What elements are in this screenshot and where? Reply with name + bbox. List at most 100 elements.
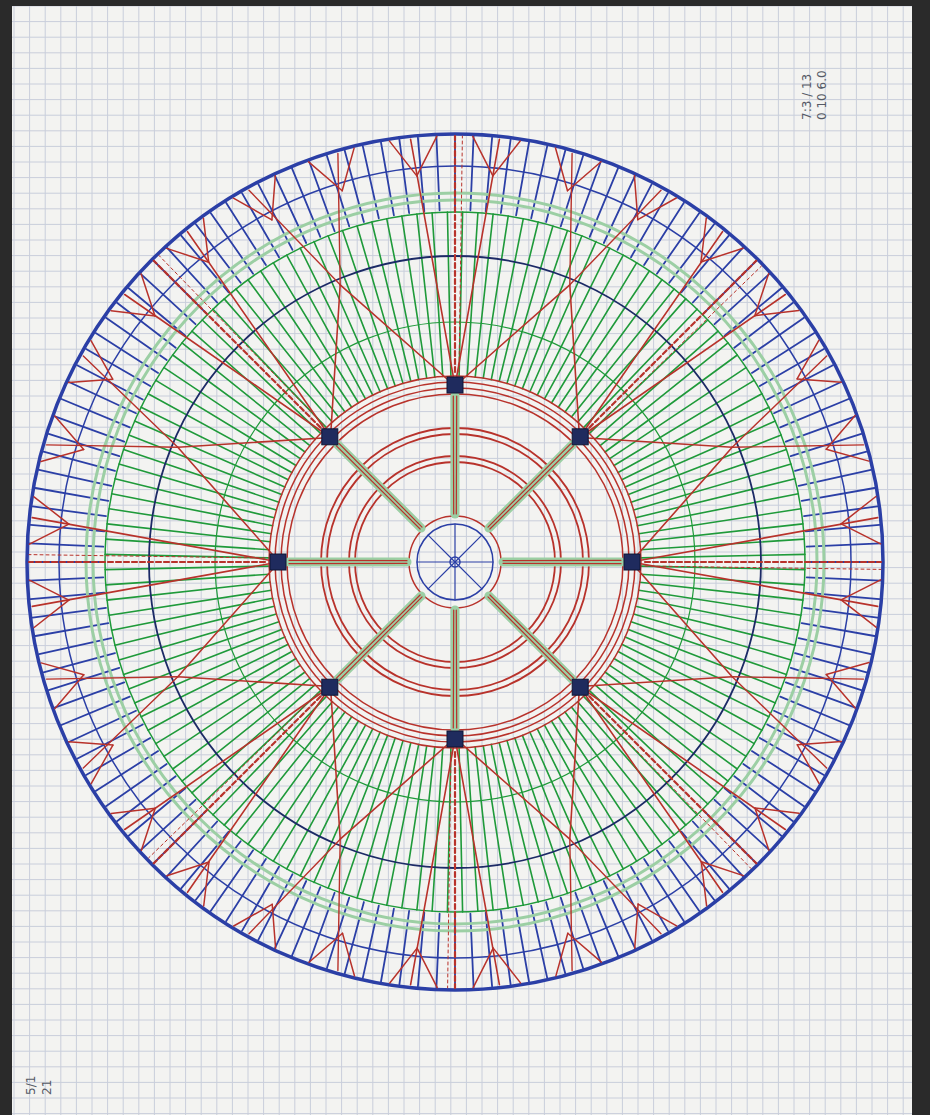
grid-line (76, 0, 77, 1115)
grid-line (0, 770, 930, 771)
green-radial-line (224, 299, 332, 422)
red-star-line (732, 356, 827, 447)
red-v-mark (841, 580, 881, 600)
grid-line (466, 0, 467, 1115)
grid-line (0, 224, 930, 225)
red-star-line (570, 190, 661, 284)
red-v-mark (826, 449, 869, 461)
red-spoke-line (336, 446, 420, 529)
green-radial-line (634, 464, 791, 510)
grid-line (0, 708, 930, 709)
red-v-mark (41, 450, 84, 462)
red-star-line (570, 687, 580, 840)
red-star-line (47, 677, 178, 679)
grid-line (0, 973, 930, 974)
red-spoke-line (488, 597, 571, 681)
green-radial-line (115, 479, 274, 518)
green-radial-line (402, 216, 427, 378)
red-v-mark (638, 904, 677, 926)
green-radial-line (625, 421, 775, 487)
red-dashed-radial (589, 696, 756, 863)
red-ring (281, 388, 629, 736)
grid-line (0, 942, 930, 943)
red-v-mark (233, 198, 272, 220)
red-dashed-radial (592, 266, 761, 430)
red-spoke-line (456, 396, 458, 514)
red-v-mark (41, 663, 84, 675)
green-radial-line (328, 236, 388, 389)
grid-line (0, 458, 930, 459)
green-radial-line (618, 394, 762, 473)
green-radial-line (314, 242, 380, 392)
node-square (447, 377, 463, 393)
red-v-mark (755, 274, 769, 316)
green-radial-line (571, 707, 674, 835)
red-dashed-radial (448, 752, 451, 988)
grid-line (29, 0, 30, 1115)
red-v-mark (755, 808, 799, 813)
green-radial-line (595, 331, 718, 439)
green-radial-line (641, 539, 805, 550)
red-v-mark (34, 600, 69, 627)
green-radial-line (417, 747, 435, 910)
green-radial-line (640, 524, 803, 542)
green-radial-line (467, 213, 478, 377)
grid-line (138, 0, 139, 1115)
grid-line (0, 162, 930, 163)
grid-line (497, 0, 498, 1115)
red-star-line (455, 738, 570, 839)
green-radial-line (483, 746, 508, 908)
green-radial-line (558, 271, 649, 407)
red-v-mark (141, 274, 155, 316)
pencil-note: 5/1 (24, 1076, 38, 1095)
red-v-mark (841, 497, 876, 524)
node-square (572, 429, 588, 445)
grid-line (887, 0, 888, 1115)
node-square (322, 679, 338, 695)
red-spoke-line (453, 396, 455, 514)
red-star-line (178, 677, 331, 687)
grid-line (0, 37, 930, 38)
green-spoke-bar (489, 445, 573, 528)
green-radial-line (192, 685, 315, 793)
grid-line (809, 0, 810, 1115)
red-star-line (631, 447, 732, 562)
red-v-mark (417, 948, 437, 988)
red-v-mark (493, 141, 520, 176)
red-star-line (338, 839, 340, 970)
green-radial-line (357, 226, 403, 383)
red-v-mark (309, 933, 343, 962)
grid-line (0, 1004, 930, 1005)
red-spoke-line (339, 443, 422, 527)
red-star-line (249, 190, 340, 284)
red-v-mark (826, 416, 855, 450)
green-radial-line (107, 582, 270, 600)
red-v-mark (556, 933, 568, 976)
red-ring (275, 382, 635, 742)
grid-line (0, 1035, 930, 1036)
grid-line (856, 0, 857, 1115)
grid-line (0, 926, 930, 927)
red-v-mark (797, 379, 841, 382)
red-v-mark (204, 862, 209, 906)
green-radial-line (625, 637, 775, 703)
red-v-mark (111, 808, 155, 813)
green-radial-line (109, 590, 271, 615)
red-star-line (340, 285, 455, 386)
grid-line (60, 0, 61, 1115)
grid-line (778, 0, 779, 1115)
node-square (572, 679, 588, 695)
green-spoke-bar (503, 558, 621, 567)
grid-line (185, 0, 186, 1115)
page-edge (912, 0, 930, 1115)
red-v-mark (701, 862, 743, 876)
node-square (270, 554, 286, 570)
red-v-mark (755, 310, 799, 315)
grid-line (0, 786, 930, 787)
green-radial-line (507, 226, 553, 383)
grid-line (0, 52, 930, 53)
grid-line (0, 832, 930, 833)
grid-line (0, 286, 930, 287)
grid-line (0, 1051, 930, 1052)
